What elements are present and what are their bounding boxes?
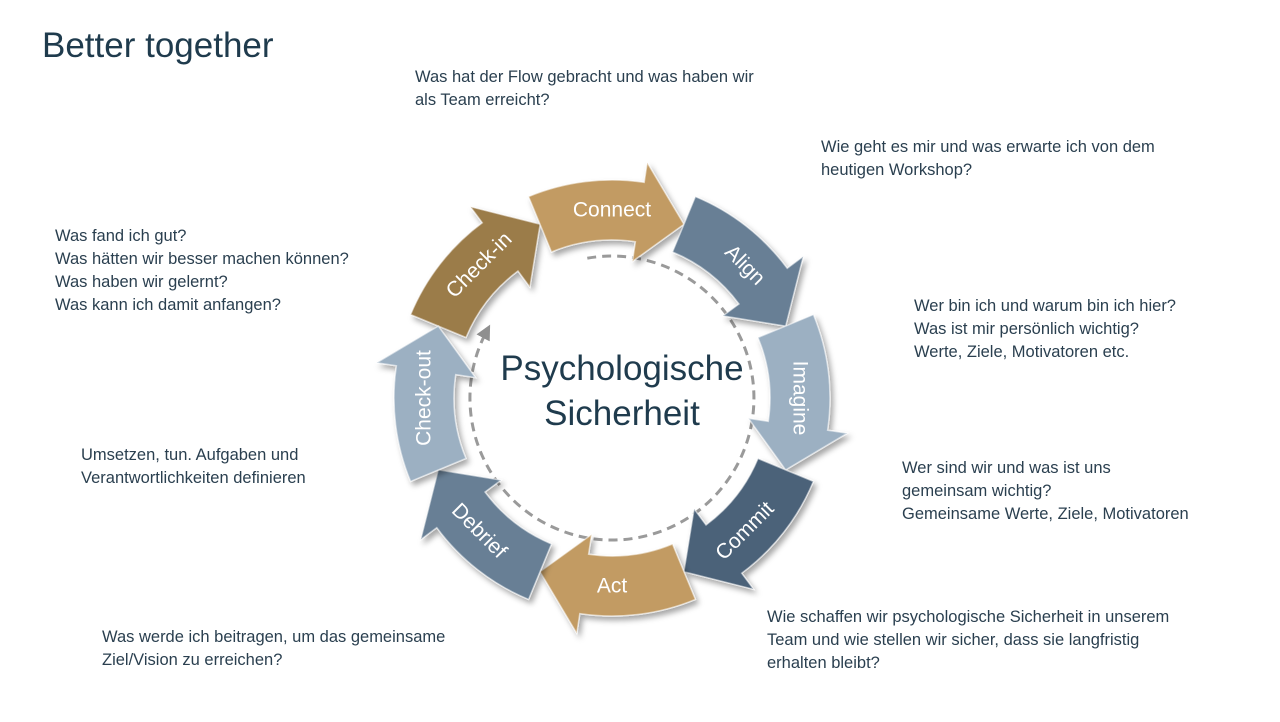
note-line: Was kann ich damit anfangen? bbox=[55, 296, 281, 314]
note-line: Wer bin ich und warum bin ich hier? bbox=[914, 297, 1176, 315]
note-line: Was ist mir persönlich wichtig? bbox=[914, 320, 1139, 338]
note-checkin: Wie geht es mir und was erwarte ich von … bbox=[821, 136, 1155, 182]
note-connect: Wer bin ich und warum bin ich hier? Was … bbox=[914, 295, 1176, 364]
cycle-label-connect: Connect bbox=[573, 199, 651, 222]
center-title-line-1: Psychologische bbox=[500, 349, 744, 388]
note-line: Wer sind wir und was ist uns bbox=[902, 459, 1111, 477]
note-line: gemeinsam wichtig? bbox=[902, 482, 1052, 500]
note-line: Was hat der Flow gebracht und was haben … bbox=[415, 68, 754, 86]
center-title: Psychologische Sicherheit bbox=[470, 346, 774, 436]
note-line: Was haben wir gelernt? bbox=[55, 273, 228, 291]
note-line: erhalten bleibt? bbox=[767, 654, 880, 672]
page-title: Better together bbox=[42, 26, 274, 65]
note-line: Ziel/Vision zu erreichen? bbox=[102, 651, 283, 669]
note-commit: Was werde ich beitragen, um das gemeinsa… bbox=[102, 626, 445, 672]
note-line: Umsetzen, tun. Aufgaben und bbox=[81, 446, 299, 464]
note-align: Wer sind wir und was ist uns gemeinsam w… bbox=[902, 457, 1189, 526]
note-line: Was werde ich beitragen, um das gemeinsa… bbox=[102, 628, 446, 646]
note-line: Was fand ich gut? bbox=[55, 227, 187, 245]
note-line: Was hätten wir besser machen können? bbox=[55, 250, 349, 268]
cycle-label-check-out: Check-out bbox=[413, 350, 436, 446]
cycle-arrow-check-out bbox=[374, 325, 478, 483]
center-title-line-2: Sicherheit bbox=[544, 394, 700, 433]
note-line: Wie geht es mir und was erwarte ich von … bbox=[821, 138, 1155, 156]
note-line: Team und wie stellen wir sicher, dass si… bbox=[767, 631, 1140, 649]
note-imagine: Wie schaffen wir psychologische Sicherhe… bbox=[767, 606, 1169, 675]
note-line: Werte, Ziele, Motivatoren etc. bbox=[914, 343, 1130, 361]
note-checkout: Was hat der Flow gebracht und was haben … bbox=[415, 66, 754, 112]
cycle-label-imagine: Imagine bbox=[789, 361, 812, 436]
note-line: heutigen Workshop? bbox=[821, 161, 973, 179]
note-line: als Team erreicht? bbox=[415, 91, 550, 109]
note-line: Gemeinsame Werte, Ziele, Motivatoren bbox=[902, 505, 1189, 523]
note-line: Verantwortlichkeiten definieren bbox=[81, 469, 306, 487]
cycle-label-act: Act bbox=[597, 575, 628, 598]
note-debrief: Was fand ich gut? Was hätten wir besser … bbox=[55, 225, 349, 317]
note-line: Wie schaffen wir psychologische Sicherhe… bbox=[767, 608, 1170, 626]
note-act: Umsetzen, tun. Aufgaben und Verantwortli… bbox=[81, 444, 306, 490]
